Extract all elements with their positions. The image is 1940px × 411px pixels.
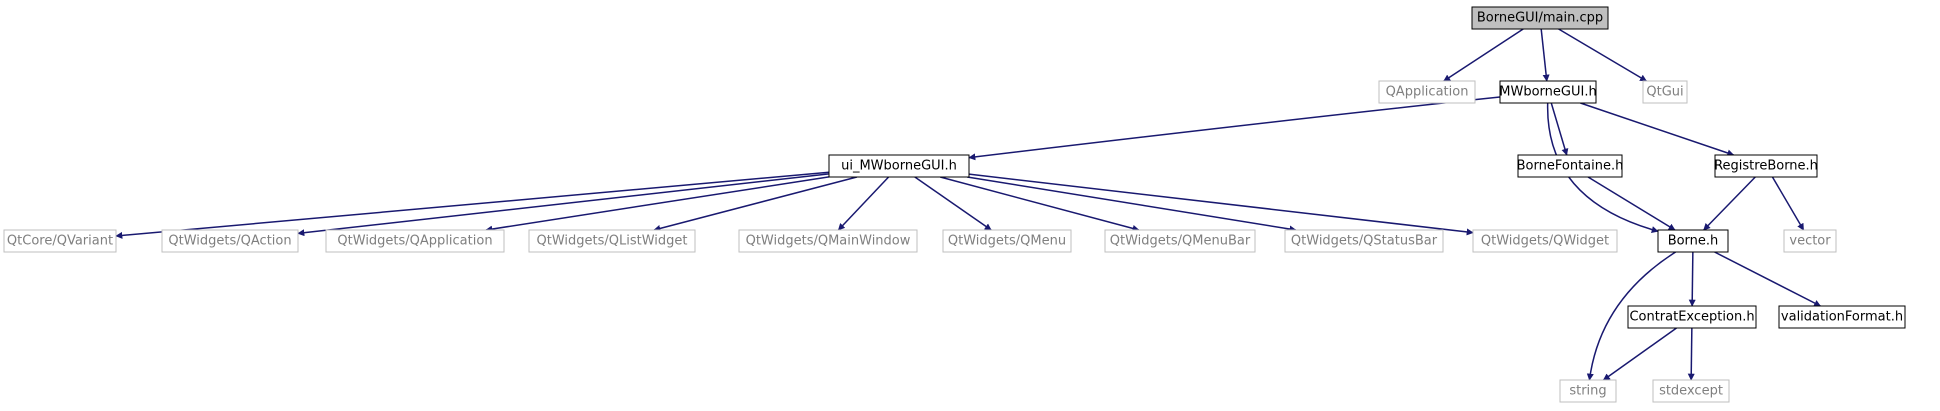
node-vector: vector [1783, 229, 1837, 253]
node-label-qtcore_qvariant: QtCore/QVariant [7, 234, 113, 249]
node-box-main_cpp [1471, 6, 1609, 30]
node-mwbornegui_h[interactable]: MWborneGUI.h [1499, 80, 1597, 104]
node-box-qtwidgets_qmenu [942, 229, 1072, 253]
node-stdexcept: stdexcept [1652, 379, 1730, 403]
node-label-qtwidgets_qmenu: QtWidgets/QMenu [948, 234, 1066, 249]
edge-ui_mwbornegui_h-to-qtwidgets_qstatusbar [967, 176, 1297, 233]
node-box-qtcore_qvariant [3, 229, 117, 253]
edge-ui_mwbornegui_h-to-qtwidgets_qmenubar [940, 176, 1140, 232]
edge-mwbornegui_h-to-borne_h [1546, 102, 1659, 233]
node-label-contratexception_h: ContratException.h [1629, 310, 1754, 325]
node-label-qtgui: QtGui [1646, 85, 1683, 100]
node-registreborne_h[interactable]: RegistreBorne.h [1714, 154, 1818, 178]
edge-borne_h-to-validationformat_h [1714, 251, 1822, 307]
node-label-qtwidgets_qapplication: QtWidgets/QApplication [337, 234, 492, 249]
node-contratexception_h[interactable]: ContratException.h [1627, 305, 1757, 329]
node-label-stdexcept: stdexcept [1659, 384, 1723, 399]
node-label-qtwidgets_qaction: QtWidgets/QAction [168, 234, 291, 249]
node-box-qtgui [1642, 80, 1688, 104]
edge-ui_mwbornegui_h-to-qtcore_qvariant [115, 171, 830, 239]
node-qtwidgets_qmenubar: QtWidgets/QMenuBar [1104, 229, 1256, 253]
node-label-qtwidgets_qmenubar: QtWidgets/QMenuBar [1110, 234, 1251, 249]
edge-mwbornegui_h-to-ui_mwbornegui_h [968, 96, 1501, 161]
node-borne_h[interactable]: Borne.h [1657, 229, 1729, 253]
edge-main_cpp-to-qapplication [1443, 28, 1524, 82]
node-box-mwbornegui_h [1499, 80, 1597, 104]
node-label-borne_h: Borne.h [1668, 234, 1719, 249]
node-label-qtwidgets_qlistwidget: QtWidgets/QListWidget [537, 234, 688, 249]
node-qtcore_qvariant: QtCore/QVariant [3, 229, 117, 253]
edges-layer [115, 28, 1822, 381]
node-box-vector [1783, 229, 1837, 253]
node-label-ui_mwbornegui_h: ui_MWborneGUI.h [841, 159, 957, 174]
edge-borne_h-to-contratexception_h [1688, 251, 1696, 307]
node-qtwidgets_qapplication: QtWidgets/QApplication [325, 229, 505, 253]
node-box-bornefontaine_h [1517, 154, 1623, 178]
node-qtwidgets_qwidget: QtWidgets/QWidget [1472, 229, 1618, 253]
edge-ui_mwbornegui_h-to-qtwidgets_qlistwidget [653, 176, 858, 232]
node-label-qtwidgets_qmainwindow: QtWidgets/QMainWindow [746, 234, 911, 249]
node-box-borne_h [1657, 229, 1729, 253]
node-label-main_cpp: BorneGUI/main.cpp [1477, 11, 1603, 26]
node-box-registreborne_h [1714, 154, 1818, 178]
node-box-ui_mwbornegui_h [828, 154, 970, 178]
node-box-contratexception_h [1627, 305, 1757, 329]
node-qtwidgets_qstatusbar: QtWidgets/QStatusBar [1284, 229, 1444, 253]
node-box-qtwidgets_qwidget [1472, 229, 1618, 253]
node-label-qtwidgets_qstatusbar: QtWidgets/QStatusBar [1291, 234, 1438, 249]
edge-contratexception_h-to-string [1602, 327, 1677, 381]
edge-bornefontaine_h-to-borne_h [1587, 176, 1676, 231]
node-label-string: string [1569, 384, 1606, 399]
edge-ui_mwbornegui_h-to-qtwidgets_qapplication [485, 176, 830, 233]
node-qtwidgets_qmainwindow: QtWidgets/QMainWindow [738, 229, 918, 253]
node-label-mwbornegui_h: MWborneGUI.h [1499, 85, 1596, 100]
node-ui_mwbornegui_h[interactable]: ui_MWborneGUI.h [828, 154, 970, 178]
edge-registreborne_h-to-borne_h [1703, 176, 1756, 231]
edge-borne_h-to-string [1586, 251, 1677, 381]
node-box-string [1559, 379, 1617, 403]
node-string: string [1559, 379, 1617, 403]
edge-main_cpp-to-mwbornegui_h [1540, 28, 1550, 82]
node-bornefontaine_h[interactable]: BorneFontaine.h [1517, 154, 1624, 178]
edge-mwbornegui_h-to-bornefontaine_h [1550, 102, 1569, 156]
node-label-qapplication: QApplication [1386, 85, 1469, 100]
node-box-qtwidgets_qstatusbar [1284, 229, 1444, 253]
edge-mwbornegui_h-to-registreborne_h [1580, 102, 1735, 157]
edge-registreborne_h-to-vector [1771, 176, 1805, 231]
node-qtwidgets_qlistwidget: QtWidgets/QListWidget [528, 229, 696, 253]
node-label-registreborne_h: RegistreBorne.h [1714, 159, 1818, 174]
node-box-qtwidgets_qlistwidget [528, 229, 696, 253]
node-label-bornefontaine_h: BorneFontaine.h [1517, 159, 1624, 174]
node-qapplication: QApplication [1378, 80, 1476, 104]
edge-ui_mwbornegui_h-to-qtwidgets_qmenu [914, 176, 992, 231]
node-qtgui: QtGui [1642, 80, 1688, 104]
edge-contratexception_h-to-stdexcept [1687, 327, 1695, 381]
edge-ui_mwbornegui_h-to-qtwidgets_qmainwindow [837, 176, 890, 231]
node-box-qtwidgets_qmainwindow [738, 229, 918, 253]
node-validationformat_h[interactable]: validationFormat.h [1778, 305, 1906, 329]
edge-ui_mwbornegui_h-to-qtwidgets_qaction [297, 173, 830, 237]
node-qtwidgets_qaction: QtWidgets/QAction [161, 229, 299, 253]
node-label-qtwidgets_qwidget: QtWidgets/QWidget [1481, 234, 1609, 249]
node-box-validationformat_h [1778, 305, 1906, 329]
node-label-vector: vector [1789, 234, 1831, 249]
node-box-qapplication [1378, 80, 1476, 104]
node-box-qtwidgets_qaction [161, 229, 299, 253]
node-box-qtwidgets_qapplication [325, 229, 505, 253]
node-main_cpp[interactable]: BorneGUI/main.cpp [1471, 6, 1609, 30]
edge-ui_mwbornegui_h-to-qtwidgets_qwidget [968, 173, 1474, 236]
node-label-validationformat_h: validationFormat.h [1781, 310, 1903, 325]
node-qtwidgets_qmenu: QtWidgets/QMenu [942, 229, 1072, 253]
node-box-stdexcept [1652, 379, 1730, 403]
edge-main_cpp-to-qtgui [1558, 28, 1648, 82]
node-box-qtwidgets_qmenubar [1104, 229, 1256, 253]
